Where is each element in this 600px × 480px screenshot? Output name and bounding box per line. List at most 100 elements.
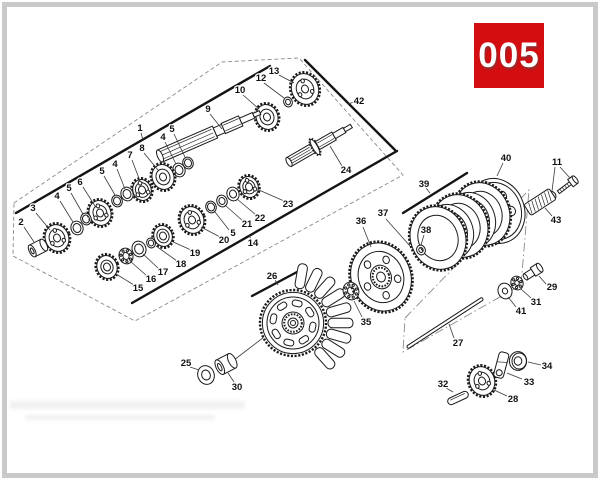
leader-line: [420, 234, 425, 246]
callout-19: 19: [190, 248, 201, 259]
callout-24: 24: [341, 165, 352, 176]
faint-watermark: [10, 401, 245, 409]
leader-line: [115, 273, 135, 286]
input-shaft-9: [155, 110, 262, 163]
gear-20: [177, 204, 207, 236]
callout-37: 37: [378, 208, 389, 219]
callout-10: 10: [235, 85, 246, 96]
leader-line: [493, 389, 508, 397]
gear-23: [237, 173, 261, 201]
callout-36: 36: [356, 216, 367, 227]
callout-6: 6: [77, 177, 82, 188]
leader-line: [496, 162, 504, 177]
callout-8: 8: [139, 143, 144, 154]
bushing-2: [27, 238, 49, 258]
leader-line: [59, 200, 74, 223]
leader-line: [103, 175, 116, 196]
callout-40: 40: [501, 153, 512, 164]
gear-6: [86, 198, 114, 228]
callout-26: 26: [267, 271, 278, 282]
callout-12: 12: [256, 73, 267, 84]
leader-line: [142, 253, 160, 270]
spacer-38: [416, 244, 426, 256]
parts-layer: [27, 71, 579, 406]
callout-29: 29: [547, 282, 558, 293]
leader-line: [353, 300, 363, 318]
circlip-5: [182, 156, 194, 170]
primary-gear-28: [466, 364, 498, 398]
callout-25: 25: [181, 358, 192, 369]
leader-line: [362, 226, 372, 248]
gear-3: [42, 222, 72, 254]
idler-gear-13: [288, 71, 322, 107]
callout-2: 2: [18, 217, 23, 228]
leader-line: [155, 245, 178, 262]
callout-9: 9: [205, 104, 210, 115]
callout-21: 21: [242, 219, 253, 230]
leader-line: [248, 234, 252, 240]
leader-line: [347, 101, 355, 105]
callout-32: 32: [438, 379, 449, 390]
circlip-5: [111, 194, 123, 208]
washer-4: [120, 186, 134, 202]
bracket-group-14: [130, 149, 399, 305]
bearing-35: [342, 281, 360, 301]
leader-line: [385, 218, 411, 247]
axis-line: [233, 333, 269, 361]
clutch-spring-43: [524, 188, 556, 216]
leader-line: [258, 189, 285, 202]
leader-line: [129, 260, 148, 277]
leader-line: [236, 198, 257, 216]
ring-12: [283, 96, 293, 108]
bracket-group-26: [250, 270, 299, 298]
ring-17: [131, 240, 147, 258]
leader-line: [520, 288, 532, 299]
leader-line: [263, 82, 285, 99]
callout-39: 39: [419, 179, 430, 190]
bearing-16: [118, 247, 134, 265]
leader-line: [425, 187, 431, 194]
callout-33: 33: [524, 377, 535, 388]
leader-line: [227, 372, 235, 383]
gear-15: [94, 252, 120, 282]
circlip-5: [80, 212, 92, 226]
adjuster-29: [522, 262, 544, 281]
callout-16: 16: [146, 274, 157, 285]
washer-22: [226, 186, 240, 202]
callout-34: 34: [542, 361, 553, 372]
leader-line: [507, 296, 517, 308]
clutch-basket-26: [258, 263, 354, 370]
woodruff-key-32: [447, 390, 469, 406]
leader-line: [209, 113, 223, 130]
leader-line: [538, 275, 547, 285]
callout-15: 15: [133, 283, 144, 294]
leader-line: [329, 145, 343, 167]
leader-line: [551, 166, 556, 192]
washer-4: [70, 220, 84, 236]
gear-7: [130, 176, 154, 204]
faint-watermark: [25, 415, 215, 420]
leader-line: [448, 323, 455, 339]
circlip-5: [205, 200, 217, 214]
leader-line: [214, 211, 230, 231]
callout-4: 4: [160, 132, 166, 143]
washer-41: [497, 282, 513, 300]
gear-8: [149, 162, 177, 192]
leader-line: [506, 372, 523, 380]
callout-5: 5: [169, 124, 175, 135]
leader-line: [225, 205, 244, 222]
callout-5: 5: [66, 183, 72, 194]
leader-line: [242, 94, 260, 110]
callout-28: 28: [508, 394, 519, 405]
callout-38: 38: [421, 225, 432, 236]
lock-washer-33: [493, 351, 510, 379]
leader-line: [559, 166, 571, 179]
leader-line: [131, 159, 141, 182]
spring-bolt-11: [556, 175, 579, 195]
callout-43: 43: [551, 215, 562, 226]
callout-18: 18: [176, 259, 187, 270]
leader-line: [82, 186, 96, 207]
callout-1: 1: [137, 123, 143, 134]
